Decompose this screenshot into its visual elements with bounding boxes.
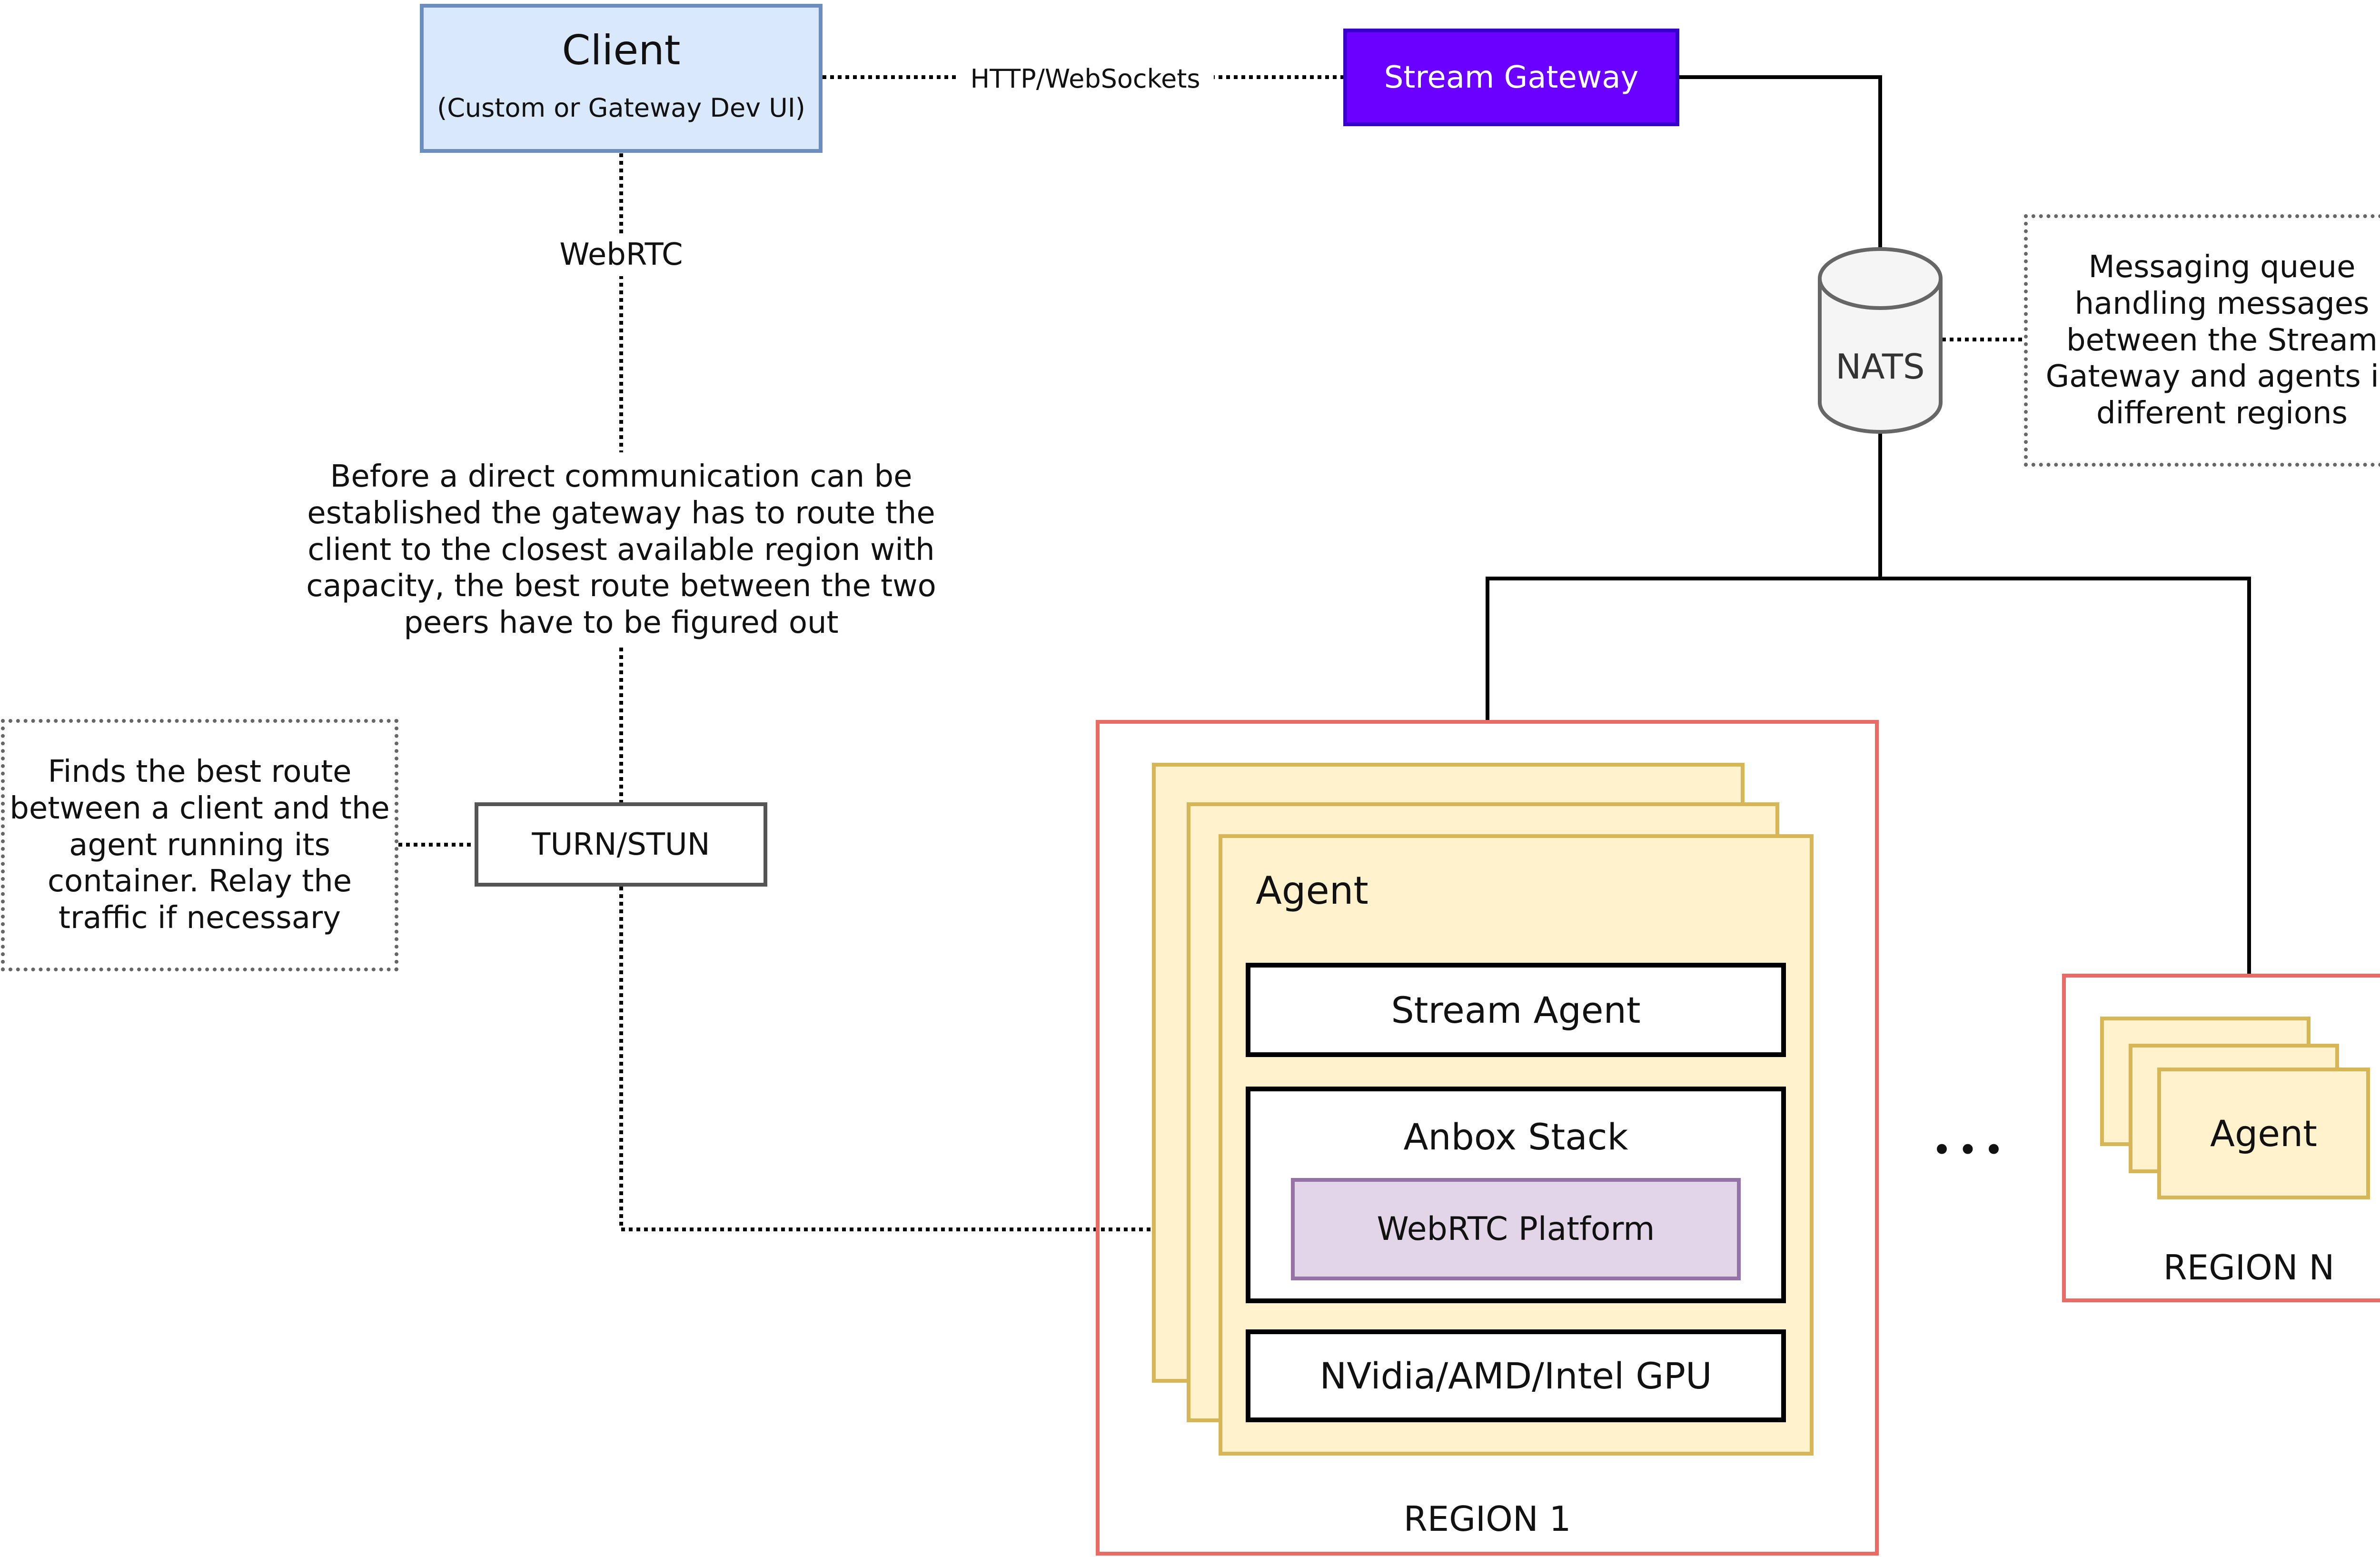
region-n-agent-box: Agent: [2157, 1068, 2370, 1199]
stream-gateway-box: Stream Gateway: [1343, 29, 1679, 126]
turn-stun-label: TURN/STUN: [532, 827, 710, 862]
nats-regionN-edge: [1880, 577, 2251, 974]
region-n-box: [2062, 974, 2380, 1302]
region-n-label: REGION N: [2163, 1248, 2335, 1288]
turn-stun-box: TURN/STUN: [475, 802, 767, 887]
nats-region1-edge: [1486, 431, 1882, 720]
http-websockets-label: HTTP/WebSockets: [957, 62, 1214, 95]
turn-note-text: Finds the best route between a client an…: [10, 754, 390, 936]
gateway-nats-edge: [1679, 75, 1882, 248]
client-box: Client (Custom or Gateway Dev UI): [420, 4, 823, 153]
nats-note-box: Messaging queue handling messages betwee…: [2024, 214, 2380, 467]
agent-title: Agent: [1256, 868, 1368, 913]
stream-agent-box: Stream Agent: [1246, 963, 1786, 1057]
client-title: Client: [562, 27, 681, 74]
webrtc-platform-label: WebRTC Platform: [1377, 1210, 1655, 1248]
stream-gateway-label: Stream Gateway: [1384, 60, 1639, 95]
route-note-text: Before a direct communication can be est…: [267, 452, 976, 648]
nats-label: NATS: [1835, 347, 1925, 387]
region-1-box: [1096, 720, 1879, 1556]
webrtc-edge-lower: [619, 887, 1219, 1231]
nats-note-text: Messaging queue handling messages betwee…: [2045, 250, 2380, 431]
more-regions-ellipsis: •••: [1932, 1130, 2010, 1170]
region-1-label: REGION 1: [1403, 1499, 1571, 1539]
gpu-label: NVidia/AMD/Intel GPU: [1319, 1355, 1712, 1397]
turn-note-box: Finds the best route between a client an…: [1, 719, 398, 971]
region-n-agent-label: Agent: [2210, 1112, 2317, 1155]
client-subtitle: (Custom or Gateway Dev UI): [437, 92, 805, 123]
gpu-box: NVidia/AMD/Intel GPU: [1246, 1329, 1786, 1422]
webrtc-platform-box: WebRTC Platform: [1291, 1178, 1741, 1280]
webrtc-label: WebRTC: [528, 233, 714, 276]
anbox-stack-label: Anbox Stack: [1403, 1115, 1628, 1158]
stream-agent-label: Stream Agent: [1391, 988, 1641, 1031]
